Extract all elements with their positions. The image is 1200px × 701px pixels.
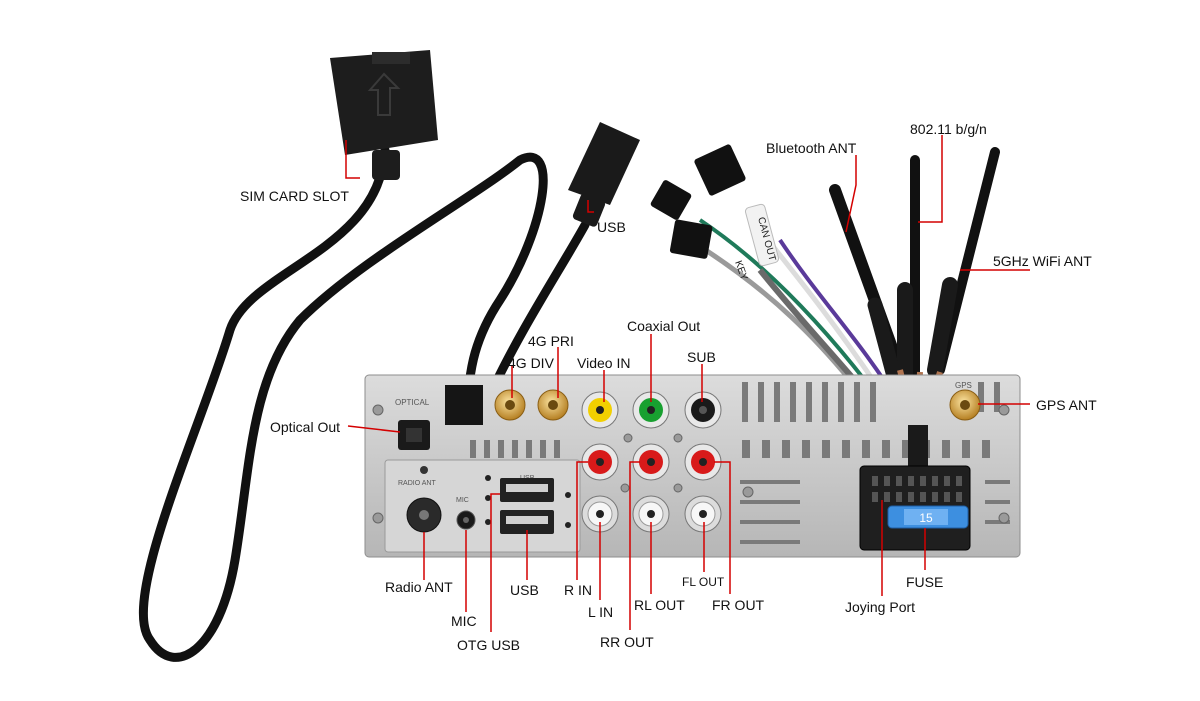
fl-out-rca bbox=[684, 495, 722, 533]
optical-print: OPTICAL bbox=[395, 398, 430, 407]
rl-out-rca bbox=[632, 495, 670, 533]
screw-icon bbox=[372, 404, 1010, 524]
leader-otg bbox=[490, 493, 500, 632]
sub-rca bbox=[684, 391, 722, 429]
usb-ports: USB bbox=[485, 475, 571, 534]
r-in-rca bbox=[581, 443, 619, 481]
label-radio-ant: Radio ANT bbox=[385, 579, 453, 595]
video-in-rca bbox=[581, 391, 619, 429]
4g-pri-connector bbox=[537, 389, 569, 421]
label-4g-pri: 4G PRI bbox=[528, 333, 574, 349]
label-r-in: R IN bbox=[564, 582, 592, 598]
coaxial-out-rca bbox=[632, 391, 670, 429]
sim-card-module bbox=[330, 50, 438, 180]
mic-jack: MIC bbox=[456, 497, 476, 530]
label-usb-top: USB bbox=[597, 219, 626, 235]
leader-802 bbox=[918, 135, 943, 223]
label-rl-out: RL OUT bbox=[634, 597, 685, 613]
label-fl-out: FL OUT bbox=[682, 575, 725, 589]
mic-print: MIC bbox=[456, 497, 469, 504]
label-joying-port: Joying Port bbox=[845, 599, 916, 615]
4g-div-connector bbox=[494, 389, 526, 421]
label-rr-out: RR OUT bbox=[600, 634, 654, 650]
label-gps-ant: GPS ANT bbox=[1036, 397, 1097, 413]
label-mic: MIC bbox=[451, 613, 477, 629]
fuse-value: 15 bbox=[919, 511, 933, 525]
label-802-11: 802.11 b/g/n bbox=[910, 121, 987, 137]
rr-out-rca bbox=[632, 443, 670, 481]
fuse: 15 bbox=[887, 505, 969, 529]
sim-cable-plug bbox=[445, 385, 483, 425]
radio-ant-print: RADIO ANT bbox=[398, 480, 436, 487]
gps-connector: GPS bbox=[949, 381, 981, 421]
label-otg-usb: OTG USB bbox=[457, 637, 521, 653]
label-video-in: Video IN bbox=[577, 355, 631, 371]
label-coaxial-out: Coaxial Out bbox=[627, 318, 701, 334]
fr-out-rca bbox=[684, 443, 722, 481]
leader-lines bbox=[345, 135, 1030, 632]
leader-bluetooth bbox=[845, 155, 857, 233]
gps-print: GPS bbox=[955, 381, 972, 390]
usb-cable bbox=[485, 122, 640, 400]
label-fr-out: FR OUT bbox=[712, 597, 765, 613]
label-sim-card-slot: SIM CARD SLOT bbox=[240, 188, 349, 204]
leader-fr-out bbox=[714, 461, 731, 594]
label-bluetooth-ant: Bluetooth ANT bbox=[766, 140, 857, 156]
label-fuse: FUSE bbox=[906, 574, 944, 590]
leader-r-in bbox=[576, 461, 588, 580]
head-unit-panel: OPTICAL GPS bbox=[364, 374, 1021, 558]
label-usb-bottom: USB bbox=[510, 582, 539, 598]
leader-rr-out bbox=[629, 461, 640, 630]
leader-sim bbox=[345, 140, 360, 179]
label-sub: SUB bbox=[687, 349, 716, 365]
leader-usb-top bbox=[587, 200, 594, 213]
label-l-in: L IN bbox=[588, 604, 614, 620]
sim-cable bbox=[138, 145, 548, 662]
label-4g-div: 4G DIV bbox=[508, 355, 554, 371]
leader-optical bbox=[347, 425, 401, 433]
label-optical-out: Optical Out bbox=[270, 419, 341, 435]
label-5ghz-wifi-ant: 5GHz WiFi ANT bbox=[993, 253, 1092, 269]
optical-out-port: OPTICAL bbox=[395, 398, 430, 450]
